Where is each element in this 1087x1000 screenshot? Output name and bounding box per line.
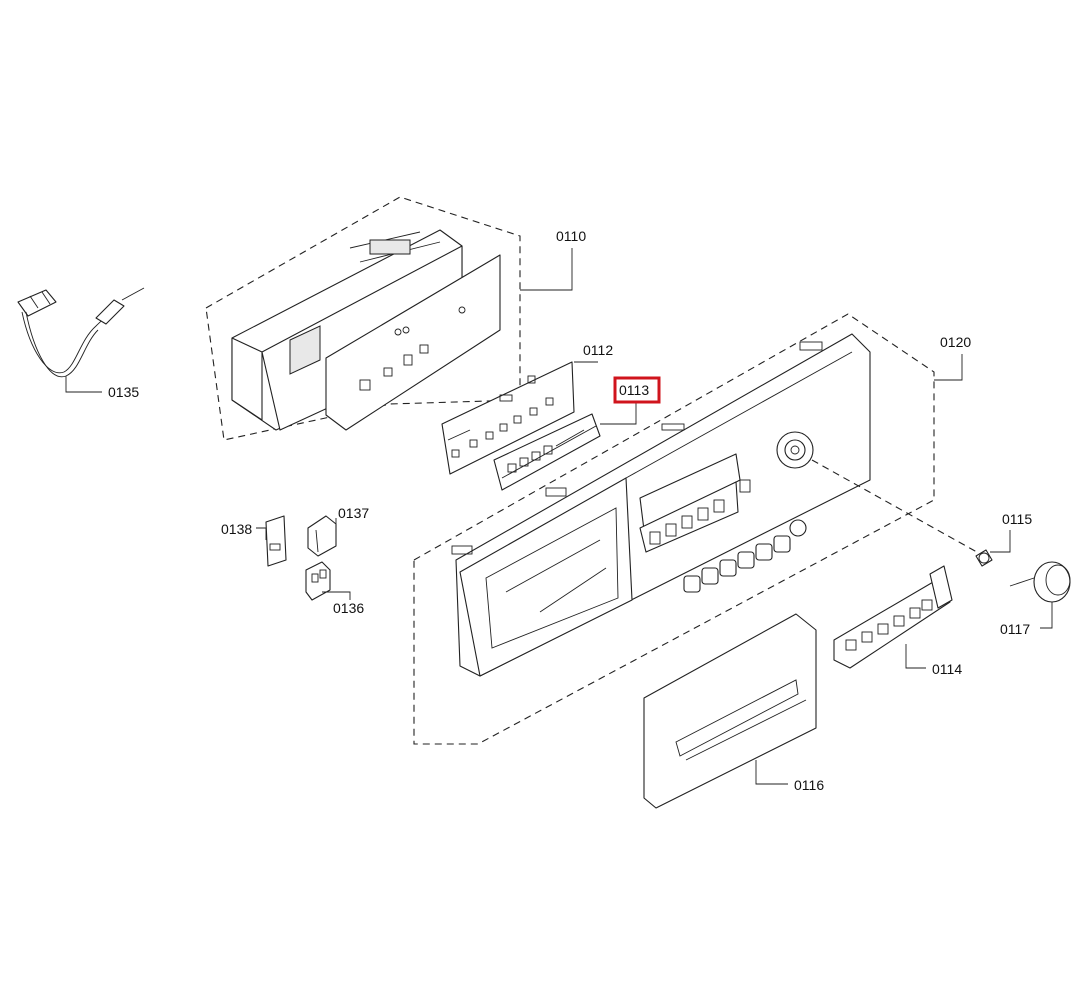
part-0114-button-holder[interactable] (833, 565, 953, 669)
leader-0138 (256, 527, 267, 540)
label-0135: 0135 (108, 384, 139, 400)
label-0137: 0137 (338, 505, 369, 521)
panel-buttons[interactable] (683, 519, 807, 593)
label-0136: 0136 (333, 600, 364, 616)
leader-0117 (1040, 602, 1053, 629)
leader-0136 (322, 591, 351, 600)
label-0120: 0120 (940, 334, 971, 350)
part-0116-drawer-handle[interactable] (643, 613, 817, 809)
leader-0135 (65, 376, 102, 393)
label-0113: 0113 (619, 382, 649, 398)
highlight-box-0113 (613, 376, 661, 404)
leader-0110 (520, 248, 573, 291)
leader-0113 (600, 402, 637, 425)
leader-0120 (934, 354, 963, 381)
leader-0116 (755, 760, 788, 785)
label-0114: 0114 (932, 661, 962, 677)
part-0115-knob-shaft[interactable] (975, 549, 993, 567)
part-0120-control-panel[interactable] (451, 333, 871, 677)
group-boundary-0120 (413, 313, 935, 745)
part-0137-filter[interactable] (307, 515, 337, 557)
label-0110: 0110 (556, 228, 586, 244)
label-0115: 0115 (1002, 511, 1032, 527)
part-0135-power-cord[interactable] (17, 287, 145, 378)
label-0117: 0117 (1000, 621, 1030, 637)
part-0113-button-board[interactable] (493, 413, 601, 491)
part-0117-knob[interactable] (1009, 561, 1071, 603)
leader-0115 (990, 530, 1011, 553)
part-0138-bracket[interactable] (265, 515, 287, 567)
label-0138: 0138 (221, 521, 252, 537)
leader-0114 (905, 644, 926, 669)
part-0112-display-board[interactable] (441, 361, 575, 475)
part-0110-control-module[interactable] (231, 229, 501, 431)
label-0112: 0112 (583, 342, 613, 358)
axis-line-0115 (811, 459, 985, 557)
label-0116: 0116 (794, 777, 824, 793)
part-0136-connector[interactable] (305, 561, 331, 601)
